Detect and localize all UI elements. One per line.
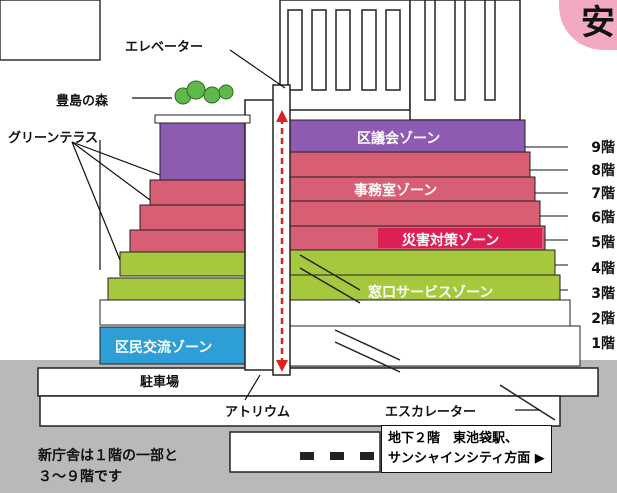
escalator-label: エスカレーター xyxy=(385,405,477,420)
floor-4-label: 4階 xyxy=(591,261,615,277)
office-band-6 xyxy=(289,200,541,227)
service-band-3 xyxy=(289,274,561,301)
atrium-column xyxy=(244,99,276,371)
floor-7-label: 7階 xyxy=(591,186,615,202)
floor-2-label: 2階 xyxy=(591,311,615,327)
note-line-1: 新庁舎は１階の一部と xyxy=(38,448,178,464)
rail-marks xyxy=(300,452,374,460)
left-band-6 xyxy=(129,229,246,253)
office-band-8 xyxy=(289,151,531,178)
forest-trees xyxy=(174,80,234,105)
disaster-zone-label: 災害対策ゾーン xyxy=(402,233,500,249)
elevator-arrow-down xyxy=(276,360,288,372)
disaster-highlight xyxy=(378,228,542,248)
elevator-label: エレベーター xyxy=(125,40,204,55)
forest-label: 豊島の森 xyxy=(56,94,109,109)
floor-9-label: 9階 xyxy=(591,140,615,156)
escalator-3f xyxy=(299,254,361,304)
parking-level xyxy=(37,367,599,397)
floor-1-band xyxy=(289,325,581,367)
corner-badge: 安 xyxy=(559,0,617,50)
floor-2-band xyxy=(289,299,571,327)
note-text: 新庁舎は１階の一部と ３～９階です xyxy=(38,446,178,488)
floor-8-label: 8階 xyxy=(591,163,615,179)
green-terrace-label: グリーンテラス xyxy=(8,131,99,146)
left-band-2 xyxy=(99,299,249,326)
tower-background xyxy=(279,0,521,121)
floor-6-label: 6階 xyxy=(591,210,615,226)
escalator-1f xyxy=(334,329,401,373)
office-band-7 xyxy=(289,176,536,202)
floor-leader-lines xyxy=(525,146,568,291)
left-panel xyxy=(0,0,101,61)
note-line-2: ３～９階です xyxy=(38,469,122,485)
roof-terrace xyxy=(154,114,251,124)
escalator-b1 xyxy=(499,384,556,421)
ward-assembly-zone-label: 区議会ゾーン xyxy=(357,131,441,147)
office-zone-label: 事務室ゾーン xyxy=(354,183,438,199)
access-line-2: サンシャインシティ方面 ▶ xyxy=(388,451,545,466)
citizen-exchange-zone-label: 区民交流ゾーン xyxy=(115,340,213,356)
floor-3-label: 3階 xyxy=(591,286,615,302)
left-band-7 xyxy=(139,204,246,231)
elevator-arrow-up xyxy=(276,110,288,122)
access-line-1: 地下２階 東池袋駅、 xyxy=(388,431,519,446)
access-box: 地下２階 東池袋駅、 サンシャインシティ方面 ▶ xyxy=(381,425,552,473)
left-band-8 xyxy=(149,179,246,206)
floor-5-label: 5階 xyxy=(591,235,615,251)
citizen-exchange-band xyxy=(99,326,271,365)
leader-lines xyxy=(71,49,540,411)
service-band-4 xyxy=(289,249,556,276)
atrium-label: アトリウム xyxy=(225,405,291,420)
left-band-3 xyxy=(107,277,249,301)
left-band-4 xyxy=(119,251,246,277)
left-band-purple xyxy=(159,121,246,181)
b1-level xyxy=(39,395,561,427)
service-zone-label: 窓口サービスゾーン xyxy=(368,285,494,301)
parking-label: 駐車場 xyxy=(140,375,180,390)
floor-1-label: 1階 xyxy=(591,336,615,352)
